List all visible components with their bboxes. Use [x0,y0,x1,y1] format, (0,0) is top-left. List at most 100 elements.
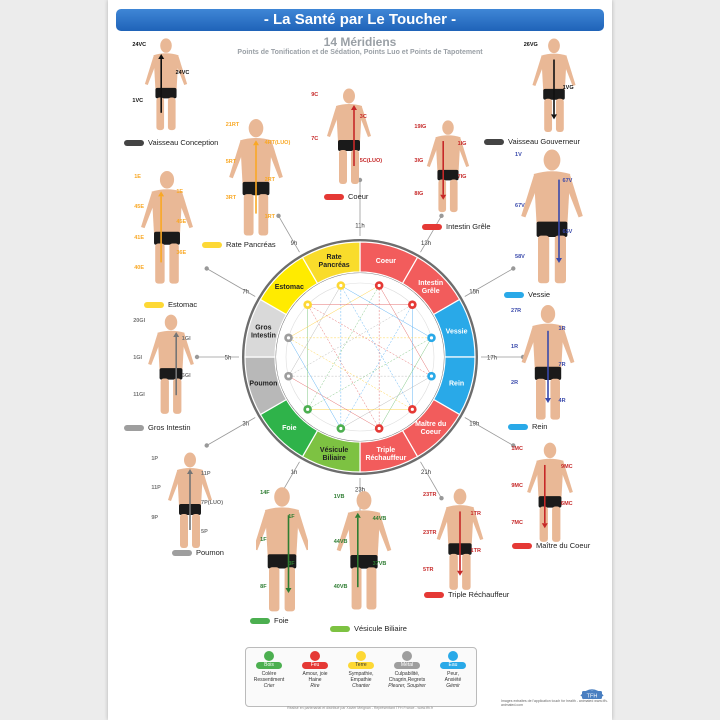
acupoint-label: 3RT [225,195,237,202]
wheel-spoke [206,417,256,446]
meridian-element-tag [202,241,222,248]
acupoint-label: 1E [134,174,141,180]
figure-shorts [538,496,562,508]
wheel-spoke [420,215,442,253]
meridian-element-tag [144,301,164,308]
acupoint-label: 36E [176,249,187,256]
figure-head [274,487,290,507]
cycle-line [307,285,380,410]
legend-emotion: Chagrin,Regrets [388,677,426,683]
acupoint-label: 58V [515,254,525,261]
figure-head [356,491,372,510]
acupoint-label: 67V [515,203,525,210]
meridian-figure [168,452,212,548]
acupoint-label: 9MC [561,464,573,471]
wheel-spoke [278,215,300,253]
acupoint-label: 2RT [264,177,276,183]
meridian-element-tag [330,625,350,632]
figure-torso [153,53,179,90]
wheel-hour-label: 15h [469,290,479,296]
wheel-hour-label: 19h [469,422,479,428]
wheel-segment-label: Coeur [376,258,397,265]
acupoint-label: 1VG [562,85,574,91]
meridian-figure [327,88,371,184]
figure-head [543,149,561,171]
acupoint-label: 3C [359,114,367,120]
legend-element-name: Terre [348,662,374,669]
meridian-label: Vessie [528,290,551,299]
cycle-line [288,337,413,410]
figure-torso [533,171,571,225]
wheel-segment-label: Vessie [446,329,468,336]
poster: - La Santé par Le Toucher - 14 Méridiens… [108,0,612,720]
acupoint-label: 2R [511,380,519,386]
acupoint-label: 23TR [423,529,437,536]
wheel-hour-label: 17h [487,356,497,362]
figure-head [160,38,172,53]
cycle-line [288,375,380,429]
wheel-hour-label: 5h [225,356,232,362]
cycle-line [378,285,432,377]
legend-emotion: Peur, [447,671,459,677]
acupoint-label: 1VC [132,98,144,104]
meridian-label: Rein [532,422,548,431]
figure-head [343,88,355,104]
wheel-spoke-dot [204,266,209,271]
figure-shorts [338,140,360,151]
figure-head [548,38,560,54]
legend-action: Gémir [446,683,460,689]
meridian-figure [336,491,392,610]
meridian-element-tag [508,423,528,430]
acupoint-label: 41E [134,234,145,241]
acupoint-label: 7C [311,136,319,142]
acupoint-label: 5P [201,529,208,536]
figure-head [184,452,196,468]
legend-element-name: Bois [256,662,282,669]
element-icon [356,651,366,661]
acupoint-label: 1V [515,152,522,158]
meridian-element-tag [484,138,504,145]
legend-emotion: Amour, joie [302,671,328,677]
acupoint-label: 5TR [423,567,434,574]
acupoint-label: 1F [260,537,267,544]
cycle-line [378,337,432,429]
legend-element-name: Eau [440,662,466,669]
acupoint-label: 6MC [561,501,573,508]
meridian-label: Intestin Grêle [446,222,491,231]
acupoint-label: 21RT [225,122,240,128]
acupoint-label: 1VB [333,494,345,500]
page-title: - La Santé par Le Toucher - [116,9,604,31]
wheel-hour-label: 21h [421,470,431,476]
wheel-segment [301,241,361,285]
tfh-logo: TFH [580,689,604,700]
acupoint-label: 11P [201,470,211,477]
acupoint-label: 9C [311,92,319,98]
meridian-element-tag [172,549,192,556]
figure-shorts [437,169,459,181]
acupoint-label: 44VB [372,516,387,523]
acupoint-label: 5C(LUO) [359,158,383,164]
legend-element: Terre Sympathie, Empathie Chanter [338,650,384,689]
acupoint-label: 4R [558,398,566,404]
legend-emotion: Colère [261,671,277,677]
element-icon [264,651,274,661]
meridian-element-tag [422,223,442,230]
figure-head [164,314,178,331]
acupoint-label: 26VG [523,42,538,48]
wheel-segment-label: Rein [449,380,464,387]
figure-head [540,305,556,323]
wheel-hour-label: 9h [291,241,298,247]
cycle-line [288,285,380,339]
acupoint-label: 1F [288,513,295,520]
cycle-line [307,304,432,377]
acupoint-label: 7R [558,362,566,368]
acupoint-label: 1TR [470,548,481,555]
wheel-spoke-dot [511,266,516,271]
subtitle: 14 Méridiens [323,35,397,49]
meridian-label: Vaisseau Gouverneur [508,137,580,146]
acupoint-label: 40E [134,264,145,271]
legend-element: Bois Colère Ressentiment Crier [246,650,292,689]
legend-emotion: Haine [308,677,322,683]
acupoint-label: 27R [511,308,522,314]
